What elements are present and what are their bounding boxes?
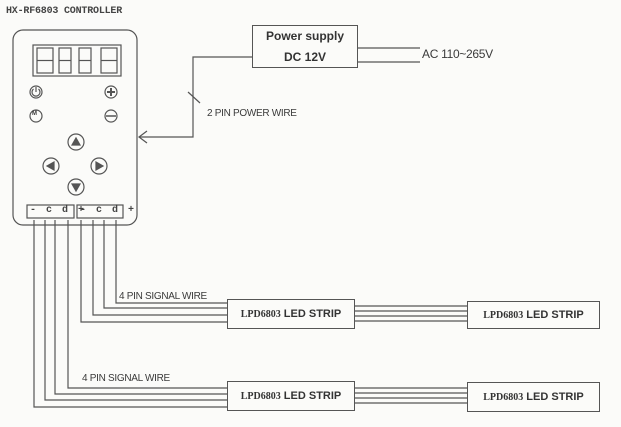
ac-input-label: AC 110~265V	[422, 47, 493, 61]
strip-part-number: LPD6803	[483, 392, 524, 403]
led-strip-2: LPD6803 LED STRIP	[467, 301, 600, 329]
power-supply-box: Power supply DC 12V	[252, 25, 358, 68]
strip-link-1	[355, 305, 467, 322]
right-icon	[90, 157, 108, 175]
controller-body	[12, 29, 138, 226]
power-wire-marker	[187, 91, 201, 104]
left-icon	[42, 157, 60, 175]
controller-title: HX-RF6803 CONTROLLER	[6, 6, 123, 17]
strip-link-2	[355, 387, 467, 404]
terminal-label-1: - c d +	[30, 205, 87, 216]
power-icon	[29, 85, 43, 99]
strip-part-number: LPD6803	[483, 310, 524, 321]
signal-wire-group-2	[33, 220, 227, 408]
power-supply-title: Power supply	[265, 28, 345, 43]
strip-part-number: LPD6803	[240, 391, 281, 402]
strip-name: LED STRIP	[283, 308, 342, 320]
up-icon	[67, 133, 85, 151]
led-strip-1: LPD6803 LED STRIP	[227, 299, 355, 329]
terminal-label-2: - c d +	[80, 205, 137, 216]
signal-wire-label-2: 4 PIN SIGNAL WIRE	[82, 373, 170, 384]
strip-name: LED STRIP	[526, 391, 584, 403]
terminal-block-2	[76, 204, 124, 219]
signal-wire-label-1: 4 PIN SIGNAL WIRE	[119, 291, 207, 302]
strip-part-number: LPD6803	[240, 309, 281, 320]
mode-button-label: M	[32, 111, 37, 117]
signal-wire-group-1	[80, 220, 227, 323]
mode-icon	[29, 109, 43, 123]
terminal-block-1	[26, 204, 75, 219]
strip-name: LED STRIP	[526, 309, 584, 321]
plus-icon	[104, 85, 118, 99]
seven-segment-display	[36, 47, 118, 74]
down-icon	[67, 178, 85, 196]
strip-name: LED STRIP	[283, 390, 342, 402]
power-wire-arrow	[138, 130, 148, 144]
power-wire	[139, 56, 262, 138]
led-strip-4: LPD6803 LED STRIP	[467, 382, 600, 412]
minus-icon	[104, 109, 118, 123]
power-supply-voltage: DC 12V	[283, 49, 327, 64]
led-strip-3: LPD6803 LED STRIP	[227, 381, 355, 411]
power-wire-label: 2 PIN POWER WIRE	[207, 108, 297, 119]
display-frame	[32, 44, 122, 77]
